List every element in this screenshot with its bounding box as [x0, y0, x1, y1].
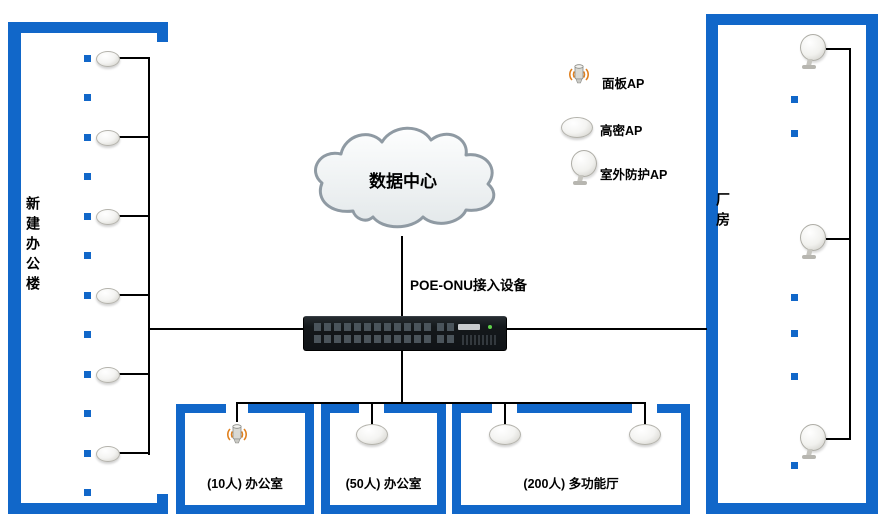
right-building-wall: [706, 14, 718, 514]
room1-wall: [248, 404, 314, 413]
right-building-wall: [866, 14, 878, 514]
dome-ap-icon: [96, 209, 120, 225]
room1-label: (10人) 办公室: [207, 477, 283, 491]
left-building-wall: [157, 22, 168, 42]
dome-ap-icon: [489, 424, 521, 445]
network-node-marker: [84, 213, 91, 220]
dome-ap-icon: [356, 424, 388, 445]
connection-line: [401, 349, 403, 403]
dome-ap-icon: [561, 117, 593, 138]
room3-wall: [657, 404, 690, 413]
room3-label: (200人) 多功能厅: [523, 477, 619, 491]
network-node-marker: [791, 130, 798, 137]
room2-wall: [321, 404, 359, 413]
left-building-wall: [157, 494, 168, 514]
connection-line: [118, 294, 149, 296]
switch-status-led: [488, 325, 492, 329]
panel-ap-icon: [569, 64, 589, 84]
network-node-marker: [84, 371, 91, 378]
connection-line: [118, 215, 149, 217]
outdoor-ap-icon: [800, 34, 826, 69]
connection-line: [371, 402, 373, 425]
network-node-marker: [791, 462, 798, 469]
network-node-marker: [84, 94, 91, 101]
connection-line: [644, 402, 646, 425]
right-building-wall: [706, 503, 878, 514]
switch-ports: [314, 335, 431, 343]
connection-line: [826, 438, 850, 440]
room3-wall: [452, 505, 690, 514]
network-node-marker: [84, 55, 91, 62]
room3-wall: [452, 404, 492, 413]
legend-label-outdoor-ap: 室外防护AP: [600, 168, 668, 182]
dome-ap-icon: [629, 424, 661, 445]
dome-ap-icon: [96, 130, 120, 146]
legend-label-dome-ap: 高密AP: [600, 124, 643, 138]
network-node-marker: [791, 330, 798, 337]
switch-ports: [314, 323, 431, 331]
outdoor-ap-icon: [800, 224, 826, 259]
network-node-marker: [84, 331, 91, 338]
right-building-label: 厂房: [715, 192, 731, 232]
left-building-wall: [8, 22, 21, 514]
network-node-marker: [84, 252, 91, 259]
connection-line: [826, 48, 850, 50]
network-node-marker: [791, 373, 798, 380]
network-node-marker: [84, 173, 91, 180]
connection-line: [118, 136, 149, 138]
connection-line: [505, 328, 707, 330]
room2-wall: [437, 404, 446, 514]
network-node-marker: [84, 134, 91, 141]
room1-wall: [176, 404, 185, 514]
connection-line: [401, 236, 403, 317]
outdoor-ap-icon: [800, 424, 826, 459]
connection-line: [118, 373, 149, 375]
room1-wall: [176, 404, 226, 413]
network-node-marker: [84, 292, 91, 299]
dome-ap-icon: [96, 288, 120, 304]
left-building-label: 新建办公楼: [25, 196, 41, 296]
left-building-wall: [8, 22, 168, 33]
switch-vent: [462, 335, 496, 345]
connection-line: [826, 238, 850, 240]
poe-onu-switch-device: [303, 316, 507, 351]
outdoor-ap-icon: [571, 150, 597, 185]
room3-wall: [452, 404, 461, 514]
left-building-wall: [8, 503, 168, 514]
room3-wall: [517, 404, 632, 413]
dome-ap-icon: [96, 367, 120, 383]
dome-ap-icon: [96, 51, 120, 67]
dome-ap-icon: [96, 446, 120, 462]
connection-line: [849, 48, 851, 440]
connection-line: [148, 57, 150, 455]
room3-wall: [681, 404, 690, 514]
connection-line: [504, 402, 506, 425]
connection-line: [118, 57, 149, 59]
room2-label: (50人) 办公室: [345, 477, 422, 491]
room1-wall: [305, 404, 314, 514]
room2-wall: [321, 404, 330, 514]
room1-wall: [176, 505, 314, 514]
switch-faceplate: [458, 324, 480, 330]
data-center-cloud: [314, 126, 496, 229]
connection-line: [118, 452, 149, 454]
network-node-marker: [84, 450, 91, 457]
room2-wall: [321, 505, 446, 514]
cloud-label: 数据中心: [369, 172, 437, 191]
switch-ports: [437, 335, 456, 343]
network-node-marker: [84, 410, 91, 417]
connection-line: [148, 328, 307, 330]
network-node-marker: [791, 96, 798, 103]
switch-label: POE-ONU接入设备: [410, 278, 528, 293]
network-node-marker: [791, 294, 798, 301]
network-node-marker: [84, 489, 91, 496]
right-building-wall: [706, 14, 878, 25]
room2-wall: [384, 404, 446, 413]
switch-ports: [437, 323, 456, 331]
connection-line: [236, 402, 646, 404]
legend-label-panel-ap: 面板AP: [602, 77, 645, 91]
connection-line: [236, 402, 238, 422]
panel-ap-icon: [227, 424, 247, 444]
